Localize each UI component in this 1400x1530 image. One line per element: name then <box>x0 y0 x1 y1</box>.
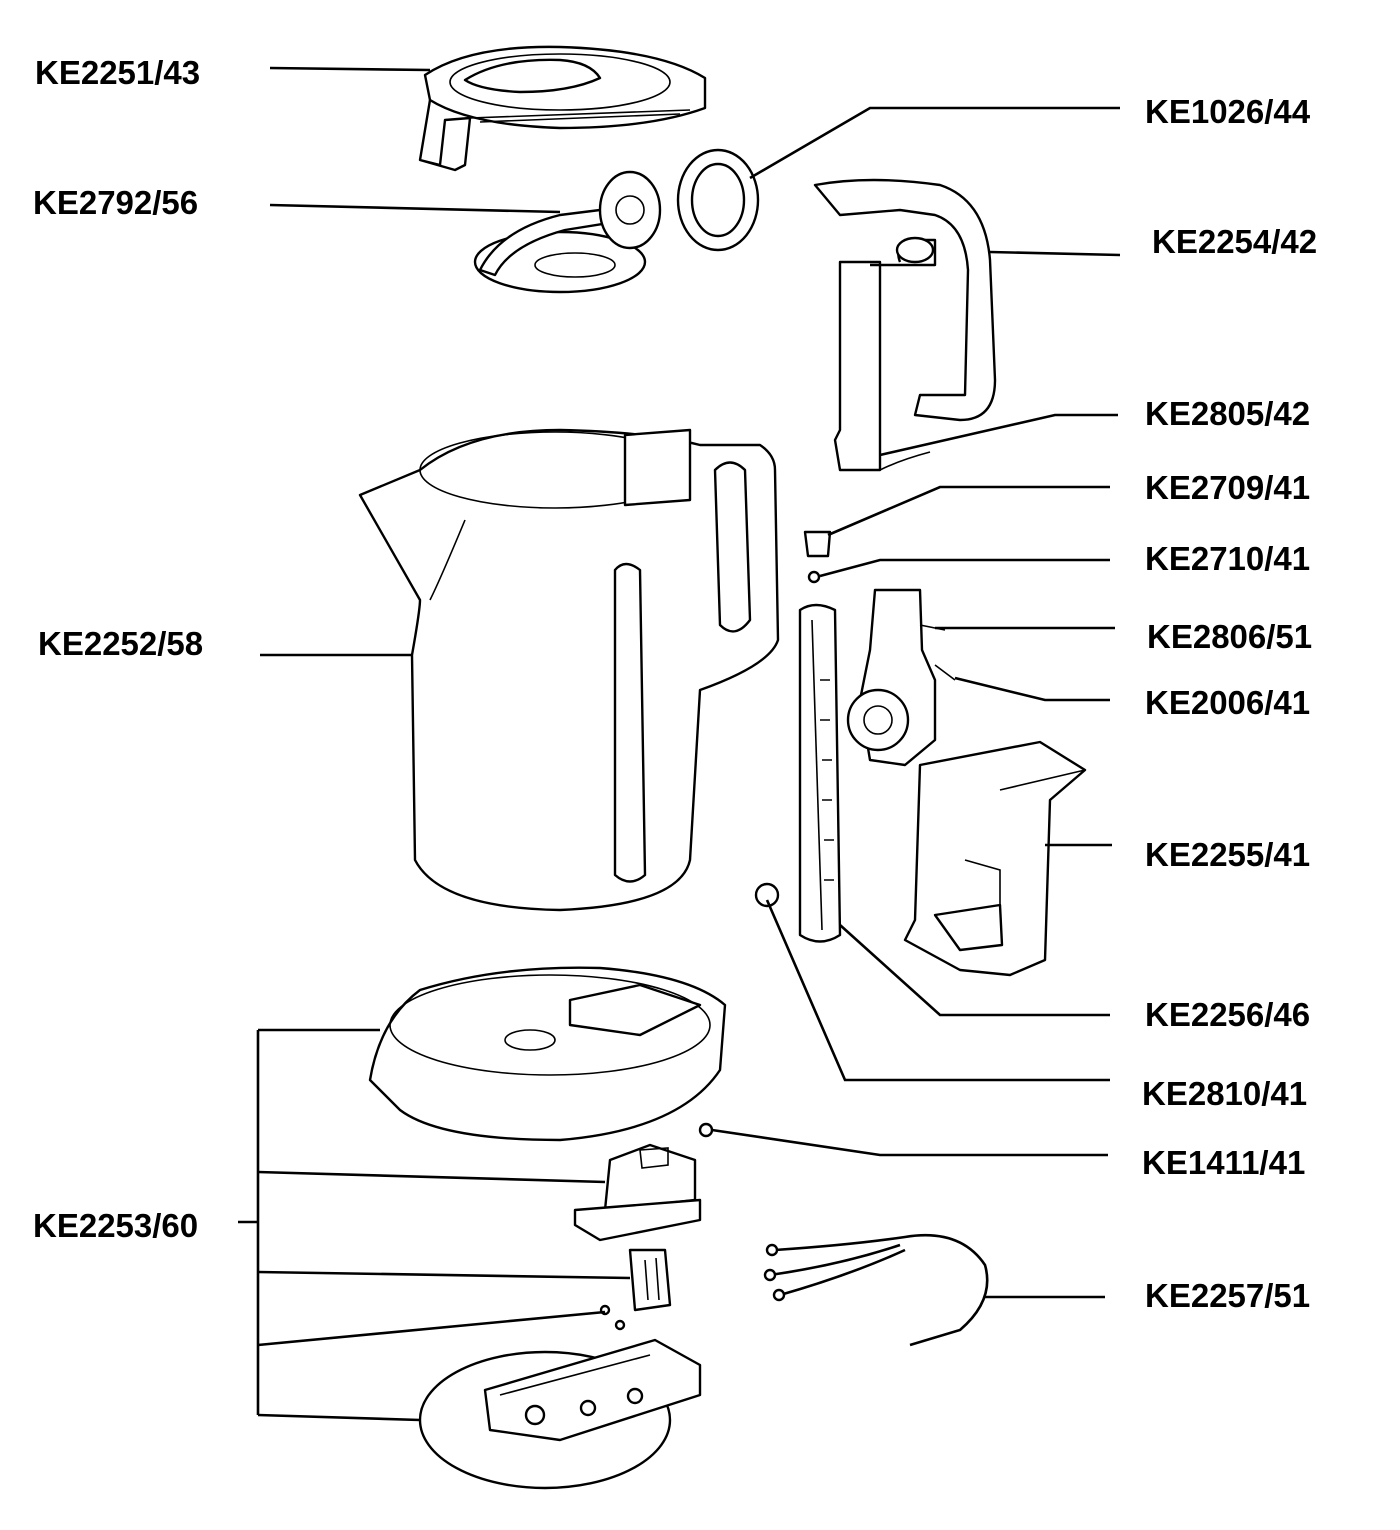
spring-part <box>807 570 821 584</box>
water-gauge-part <box>798 603 842 943</box>
label-ke2255-41: KE2255/41 <box>1145 836 1310 873</box>
label-ke1411-41: KE1411/41 <box>1142 1144 1305 1181</box>
gasket-part <box>754 882 780 908</box>
label-ke2710-41: KE2710/41 <box>1145 540 1310 577</box>
bottom-plate-part <box>418 1338 702 1490</box>
label-ke2805-42: KE2805/42 <box>1145 395 1310 432</box>
label-ke2256-46: KE2256/46 <box>1145 996 1310 1033</box>
label-ke1026-44: KE1026/44 <box>1145 93 1311 130</box>
label-ke2810-41: KE2810/41 <box>1142 1075 1307 1112</box>
label-ke2252-58: KE2252/58 <box>38 625 203 662</box>
screw-part <box>599 1304 626 1331</box>
jug-body-part <box>358 428 780 912</box>
label-ke2251-43: KE2251/43 <box>35 54 200 91</box>
label-ke2254-42: KE2254/42 <box>1152 223 1317 260</box>
seal-ring-part <box>676 148 760 252</box>
handle-part <box>813 178 997 472</box>
switch-button-part <box>803 530 832 558</box>
terminal-block-part <box>628 1248 672 1312</box>
leader-lines <box>238 66 1121 1422</box>
base-station-part <box>368 966 727 1142</box>
power-cable-part <box>763 1233 989 1347</box>
thermostat-part <box>846 588 956 767</box>
base-switch-block-part <box>573 1143 702 1242</box>
label-ke2257-51: KE2257/51 <box>1145 1277 1310 1314</box>
rear-housing-part <box>903 740 1087 977</box>
label-ke2806-51: KE2806/51 <box>1147 618 1312 655</box>
label-ke2709-41: KE2709/41 <box>1145 469 1310 506</box>
label-ke2792-56: KE2792/56 <box>33 184 198 221</box>
lid-part <box>418 45 707 172</box>
connector-dot-part <box>698 1122 714 1138</box>
label-ke2253-60: KE2253/60 <box>33 1207 198 1244</box>
heating-element-part <box>473 170 662 294</box>
label-ke2006-41: KE2006/41 <box>1145 684 1310 721</box>
